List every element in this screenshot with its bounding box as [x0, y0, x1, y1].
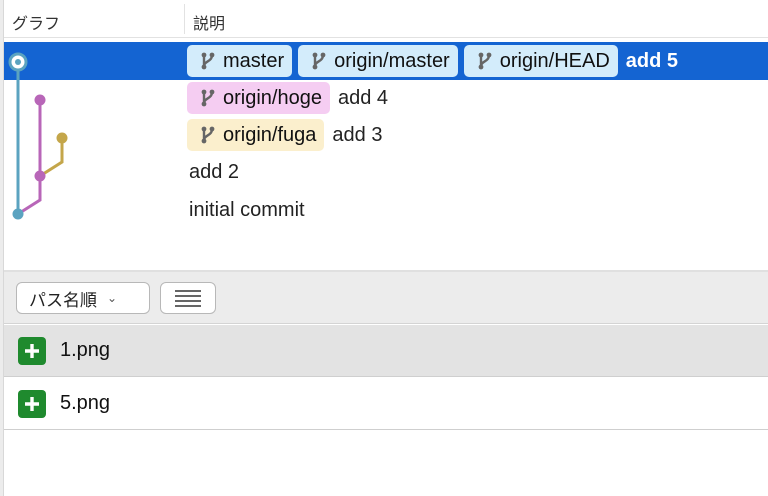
sort-label: パス名順 — [29, 290, 97, 310]
graph-column-header[interactable]: グラフ — [12, 16, 61, 33]
ref-badge: origin/fuga — [187, 119, 325, 151]
pane-splitter[interactable] — [4, 270, 768, 272]
files-toolbar: パス名順 ⌄ — [4, 272, 768, 324]
commit-message: add 2 — [189, 160, 240, 183]
branch-icon — [201, 126, 215, 144]
commit-message: initial commit — [189, 198, 305, 221]
chevron-down-icon: ⌄ — [107, 291, 118, 305]
list-icon — [175, 290, 201, 307]
branch-icon — [201, 52, 215, 70]
ref-badge: origin/master — [298, 45, 458, 77]
branch-icon — [478, 52, 492, 70]
added-status-icon — [18, 336, 46, 365]
commit-list-header: グラフ 説明 — [4, 0, 768, 38]
commit-row[interactable]: origin/hoge add 4 — [4, 79, 768, 117]
column-separator[interactable] — [184, 4, 185, 34]
ref-badge: origin/hoge — [187, 82, 330, 114]
view-mode-button[interactable] — [160, 282, 216, 314]
file-name: 5.png — [60, 392, 111, 414]
description-column-header[interactable]: 説明 — [193, 16, 226, 33]
ref-label: origin/fuga — [223, 123, 317, 146]
added-status-icon — [18, 389, 46, 418]
commit-message: add 4 — [337, 86, 389, 109]
commit-row[interactable]: initial commit — [4, 191, 768, 229]
file-row[interactable]: 5.png — [4, 378, 768, 430]
branch-icon — [312, 52, 326, 70]
ref-label: origin/master — [334, 49, 450, 72]
commit-row[interactable]: master origin/master origin/HEAD add 5 — [4, 42, 768, 80]
file-row[interactable]: 1.png — [4, 325, 768, 377]
branch-icon — [201, 89, 215, 107]
ref-label: master — [223, 49, 285, 72]
commit-row[interactable]: add 2 — [4, 153, 768, 191]
ref-label: origin/hoge — [223, 86, 322, 109]
ref-label: origin/HEAD — [499, 49, 610, 72]
commit-message: add 5 — [625, 49, 679, 72]
ref-badge: master — [187, 45, 293, 77]
sort-select[interactable]: パス名順 ⌄ — [16, 282, 150, 314]
ref-badge: origin/HEAD — [463, 45, 618, 77]
left-pane-border — [0, 0, 4, 496]
commit-message: add 3 — [332, 123, 383, 146]
file-name: 1.png — [60, 339, 111, 361]
commit-row[interactable]: origin/fuga add 3 — [4, 116, 768, 154]
